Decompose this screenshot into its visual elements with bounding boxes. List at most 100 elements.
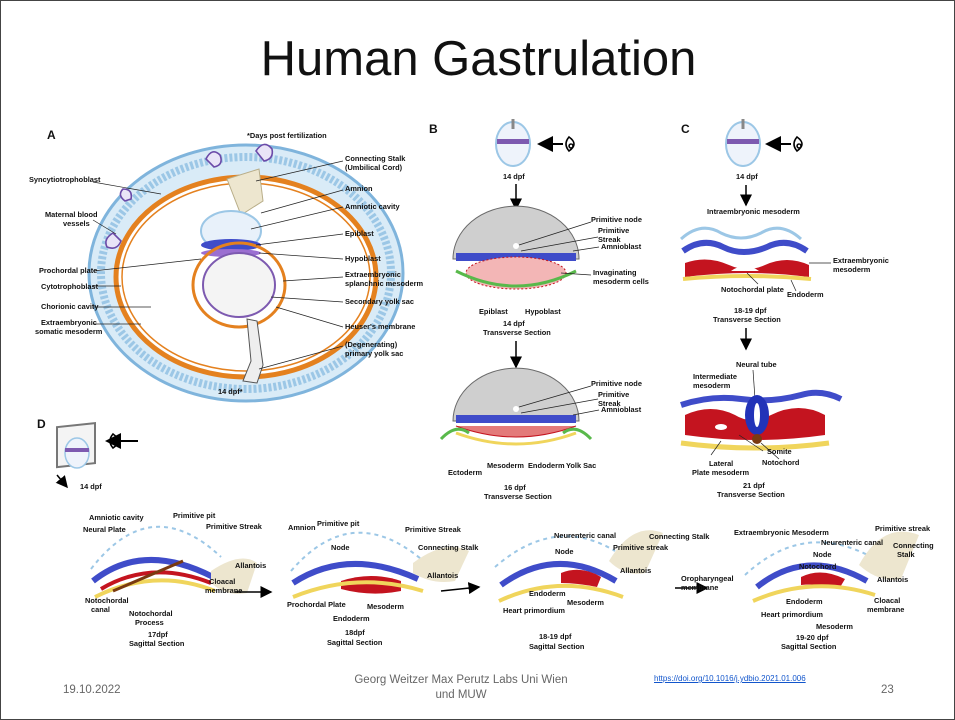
- label-hypoblast: Hypoblast: [345, 254, 381, 263]
- label-amniotic-cavity-d: Amniotic cavity: [89, 513, 145, 522]
- panel-a-stage: 14 dpf*: [218, 387, 243, 396]
- panel-b: B 14 dpf Primitive node Primitive: [429, 119, 649, 501]
- panel-c-thumb-stage: 14 dpf: [736, 172, 758, 181]
- label-secondary-yolk-sac: Secondary yolk sac: [345, 297, 414, 306]
- panel-d4-stage: 19-20 dpf: [796, 633, 829, 642]
- label-amnioblast-14: Amnioblast: [601, 242, 642, 251]
- label-mesoderm-d2: Mesoderm: [367, 602, 404, 611]
- label-heart-primordium-d4: Heart primordium: [761, 610, 823, 619]
- label-vessels: vessels: [63, 219, 90, 228]
- label-notochordal-d1: Notochordal: [85, 596, 129, 605]
- footer-author-line2: und MUW: [351, 688, 571, 703]
- section-d2: Amnion Primitive pit Primitive Streak No…: [287, 519, 479, 647]
- label-heusers-membrane: Heuser's membrane: [345, 322, 415, 331]
- panel-d2-stage: 18dpf: [345, 628, 365, 637]
- label-primitive-pit-d2: Primitive pit: [317, 519, 360, 528]
- label-endoderm-c: Endoderm: [787, 290, 824, 299]
- label-primitive-node-16: Primitive node: [591, 379, 642, 388]
- label-plate-mesoderm: Plate mesoderm: [692, 468, 750, 477]
- label-canal-d1: canal: [91, 605, 110, 614]
- label-notochordal-plate: Notochordal plate: [721, 285, 784, 294]
- panel-b-top-stage: 14 dpf: [503, 319, 525, 328]
- panel-d: D 14 dpf Amniotic cavity Primitive pit P…: [37, 417, 934, 651]
- panel-c-bottom-stage: 21 dpf: [743, 481, 765, 490]
- label-hypoblast-14: Hypoblast: [525, 307, 561, 316]
- label-endoderm-16: Endoderm: [528, 461, 565, 470]
- eye-icon-c: [794, 137, 802, 151]
- label-connecting-stalk-d2: Connecting Stalk: [418, 543, 479, 552]
- label-neural-tube: Neural tube: [736, 360, 777, 369]
- label-membrane-d1: membrane: [205, 586, 242, 595]
- label-amniotic-cavity: Amniotic cavity: [345, 202, 401, 211]
- label-endoderm-d2: Endoderm: [333, 614, 370, 623]
- label-allantois-d1: Allantois: [235, 561, 266, 570]
- panel-b-letter: B: [429, 122, 438, 136]
- label-endoderm-d3: Endoderm: [529, 589, 566, 598]
- label-somite: Somite: [767, 447, 792, 456]
- label-heart-primordium-d3: Heart primordium: [503, 606, 565, 615]
- label-node-d4: Node: [813, 550, 831, 559]
- panel-d3-section: Sagittal Section: [529, 642, 585, 651]
- label-notochord-d4: Notochord: [799, 562, 837, 571]
- label-neurenteric-canal-d3: Neurenteric canal: [554, 531, 616, 540]
- label-neural-plate: Neural Plate: [83, 525, 126, 534]
- panel-d-thumb-stage: 14 dpf: [80, 482, 102, 491]
- label-amnioblast-16: Amnioblast: [601, 405, 642, 414]
- panel-b-bottom-stage: 16 dpf: [504, 483, 526, 492]
- label-primitive-pit-d1: Primitive pit: [173, 511, 216, 520]
- label-cytotrophoblast: Cytotrophoblast: [41, 282, 99, 291]
- label-syncytiotrophoblast: Syncytiotrophoblast: [29, 175, 101, 184]
- panel-d4-section: Sagittal Section: [781, 642, 837, 651]
- label-connecting-d4: Connecting: [893, 541, 934, 550]
- label-yolk-sac-16: Yolk Sac: [566, 461, 596, 470]
- label-cloacal-d1: Cloacal: [209, 577, 235, 586]
- label-primitive-streak-d2: Primitive Streak: [405, 525, 462, 534]
- panel-b-bottom-section: Transverse Section: [484, 492, 552, 501]
- label-primitive-streak-d4: Primitive streak: [875, 524, 931, 533]
- panel-d2-section: Sagittal Section: [327, 638, 383, 647]
- panel-b-thumb-stage: 14 dpf: [503, 172, 525, 181]
- label-cloacal-membrane-d4: membrane: [867, 605, 904, 614]
- label-primitive-16: Primitive: [598, 390, 629, 399]
- panel-c-top-stage: 18-19 dpf: [734, 306, 767, 315]
- label-extraembryonic-mesoderm-d4: Extraembryonic Mesoderm: [734, 528, 829, 537]
- label-mesoderm-d4: Mesoderm: [816, 622, 853, 631]
- footer-page-number: 23: [881, 684, 894, 696]
- panel-a-letter: A: [47, 128, 56, 142]
- label-notochordal-process-b: Process: [135, 618, 164, 627]
- maternal-vessel: [120, 189, 131, 201]
- label-amnion-d2: Amnion: [288, 523, 316, 532]
- label-ectoderm: Ectoderm: [448, 468, 483, 477]
- label-connecting-stalk-d3: Connecting Stalk: [649, 532, 710, 541]
- label-prochordal-plate: Prochordal plate: [39, 266, 97, 275]
- footer-date: 19.10.2022: [63, 684, 121, 696]
- panel-d-letter: D: [37, 417, 46, 431]
- label-mesoderm-cells: mesoderm cells: [593, 277, 649, 286]
- label-amnion: Amnion: [345, 184, 373, 193]
- panel-c-bottom-section: Transverse Section: [717, 490, 785, 499]
- footer-author: Georg Weitzer Max Perutz Labs Uni Wien u…: [351, 673, 571, 703]
- label-primary-yolk-sac: primary yolk sac: [345, 349, 403, 358]
- panel-d3-stage: 18-19 dpf: [539, 632, 572, 641]
- label-invaginating: Invaginating: [593, 268, 637, 277]
- label-intraembryonic-mesoderm: Intraembryonic mesoderm: [707, 207, 800, 216]
- label-umbilical-cord: (Umbilical Cord): [345, 163, 403, 172]
- label-neurenteric-canal-d4: Neurenteric canal: [821, 538, 883, 547]
- panel-a-note: *Days post fertilization: [247, 131, 327, 140]
- label-node-d3: Node: [555, 547, 573, 556]
- label-chorionic-cavity: Chorionic cavity: [41, 302, 99, 311]
- label-oropharyngeal-membrane: membrane: [681, 583, 718, 592]
- label-primitive-node-14: Primitive node: [591, 215, 642, 224]
- label-prochordal-plate-d2: Prochordal Plate: [287, 600, 346, 609]
- panel-a: A *Days post fertilization 14 dpf*: [29, 128, 423, 401]
- label-somatic-mesoderm: somatic mesoderm: [35, 327, 103, 336]
- footer-doi-link[interactable]: https://doi.org/10.1016/j.ydbio.2021.01.…: [654, 674, 806, 683]
- label-extraembryonic-2: Extraembryonic: [345, 270, 401, 279]
- label-primitive-streak-d1: Primitive Streak: [206, 522, 263, 531]
- label-cloacal-d4: Cloacal: [874, 596, 900, 605]
- panel-c: C 14 dpf Intraembryonic mesoderm Extraem…: [681, 119, 889, 499]
- label-allantois-d3: Allantois: [620, 566, 651, 575]
- label-oropharyngeal: Oropharyngeal: [681, 574, 734, 583]
